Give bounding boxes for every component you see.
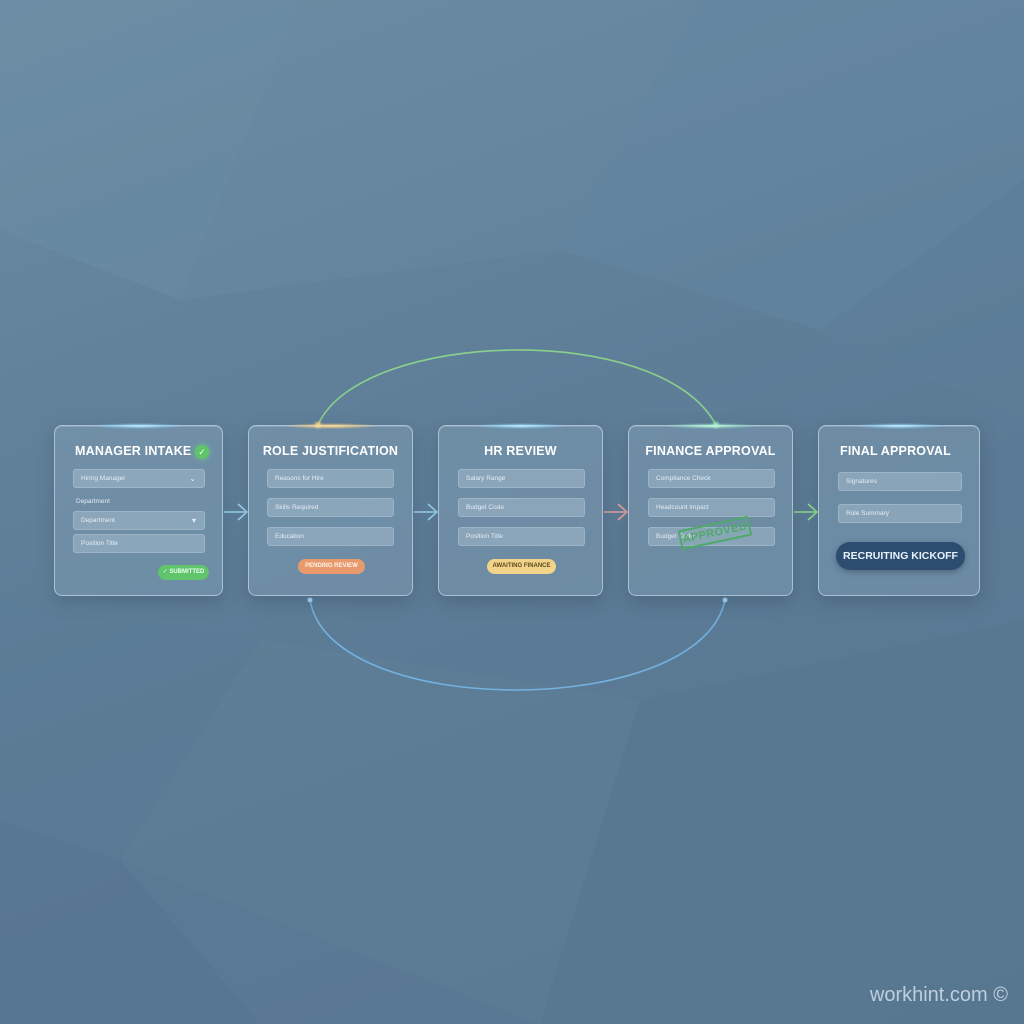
budget-code-field[interactable]: Budget Code [648, 527, 775, 546]
headcount-impact-field[interactable]: Headcount Impact [648, 498, 775, 517]
hiring-manager-select[interactable]: Hiring Manager ⌄ [73, 469, 205, 488]
check-icon: ✓ [195, 445, 209, 459]
signatures-field[interactable]: Signatures [838, 472, 962, 491]
stage-card-manager-intake: MANAGER INTAKE ✓ Hiring Manager ⌄ Depart… [54, 423, 223, 596]
status-badge: AWAITING FINANCE [487, 559, 556, 574]
budget-code-field[interactable]: Budget Code [458, 498, 585, 517]
chevron-down-icon: ▾ [191, 516, 196, 525]
stage-card-finance-approval: FINANCE APPROVAL Compliance Check Headco… [628, 423, 793, 596]
stage-title: MANAGER INTAKE [75, 444, 192, 458]
stage-title: ROLE JUSTIFICATION [262, 444, 399, 458]
check-icon: ✓ [162, 569, 170, 575]
salary-range-field[interactable]: Salary Range [458, 469, 585, 488]
position-title-field[interactable]: Position Title [458, 527, 585, 546]
recruiting-kickoff-button[interactable]: RECRUITING KICKOFF [836, 542, 965, 570]
reasons-for-hire-field[interactable]: Reasons for Hire [267, 469, 394, 488]
status-badge: PENDING REVIEW [298, 559, 365, 574]
role-summary-field[interactable]: Role Summary [838, 504, 962, 523]
position-title-field[interactable]: Position Title [73, 534, 205, 553]
education-field[interactable]: Education [267, 527, 394, 546]
stage-title: FINANCE APPROVAL [645, 444, 776, 458]
watermark: workhint.com © [869, 984, 1008, 1006]
stage-title: FINAL APPROVAL [840, 444, 951, 458]
status-badge: ✓ SUBMITTED [158, 565, 209, 580]
stage-card-hr-review: HR REVIEW Salary Range Budget Code Posit… [438, 423, 603, 596]
department-label: Department [76, 498, 110, 505]
skills-required-field[interactable]: Skills Required [267, 498, 394, 517]
stage-title: HR REVIEW [484, 444, 557, 458]
stage-card-final-approval: FINAL APPROVAL Signatures Role Summary R… [818, 423, 980, 596]
department-select[interactable]: Department ▾ [73, 511, 205, 530]
stage-card-role-justification: ROLE JUSTIFICATION Reasons for Hire Skil… [248, 423, 413, 596]
compliance-check-field[interactable]: Compliance Check [648, 469, 775, 488]
chevron-down-icon: ⌄ [189, 474, 196, 483]
